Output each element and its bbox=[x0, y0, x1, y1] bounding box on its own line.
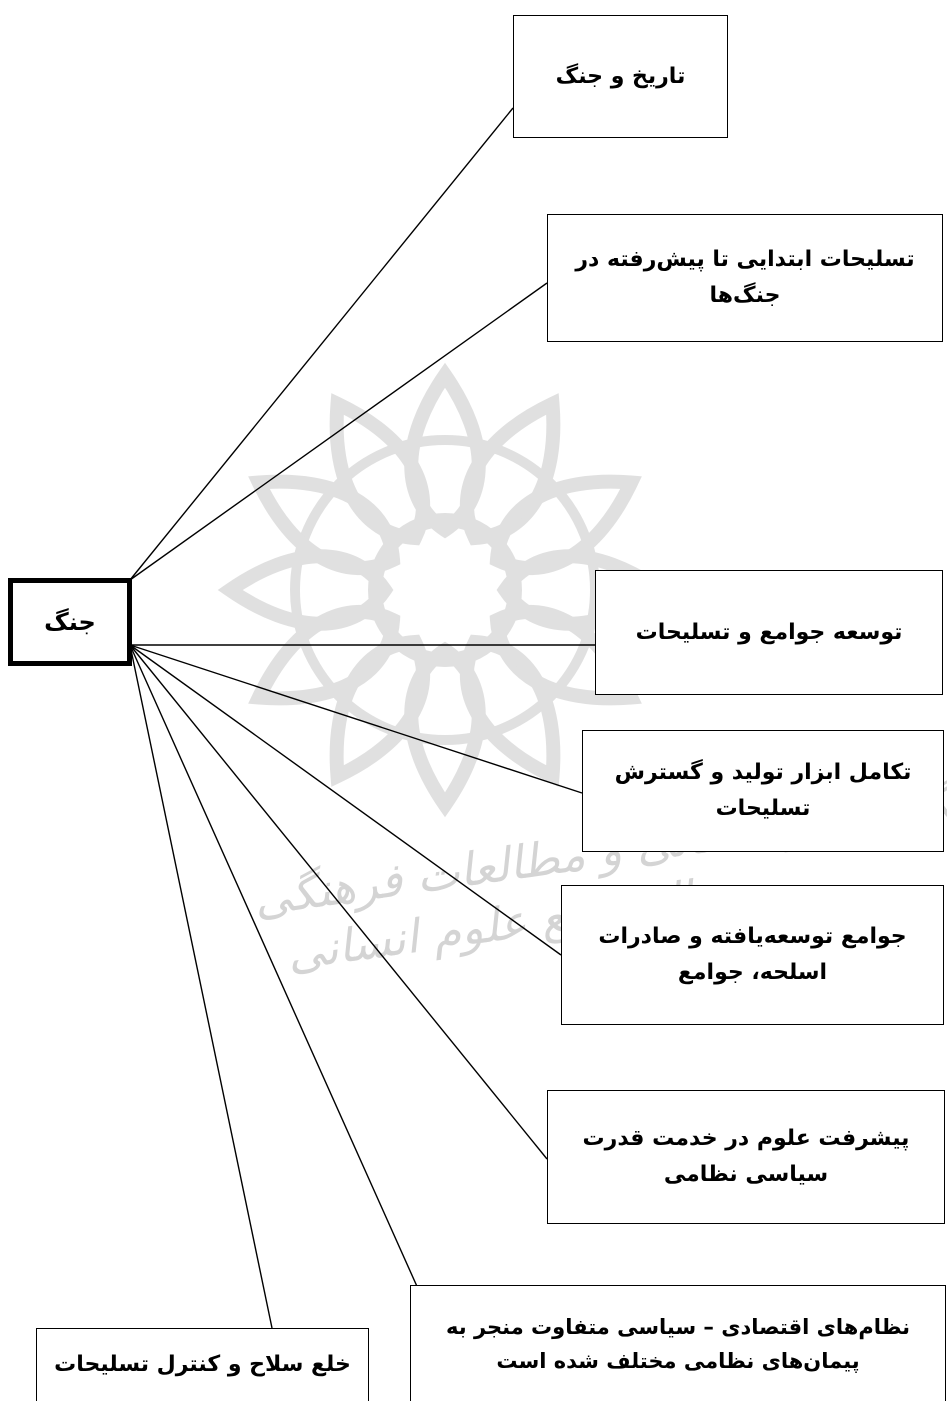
node-label: خلع سلاح و کنترل تسلیحات bbox=[54, 1352, 351, 1377]
node-label: تاریخ و جنگ bbox=[555, 63, 686, 89]
edge-to-production-tools bbox=[129, 644, 583, 794]
node-label: تکامل ابزار تولید و گسترش تسلیحات bbox=[614, 760, 912, 821]
node-production-tools-and-weapons-spread: تکامل ابزار تولید و گسترش تسلیحات bbox=[582, 730, 944, 852]
edge-to-developed-societies-arms-export bbox=[129, 644, 562, 956]
edge-to-history-and-war bbox=[129, 107, 514, 581]
node-label: تسلیحات ابتدایی تا پیش‌رفته در جنگ‌ها bbox=[575, 247, 915, 308]
edge-to-disarmament bbox=[129, 644, 273, 1329]
node-disarmament-and-arms-control: خلع سلاح و کنترل تسلیحات bbox=[36, 1328, 369, 1401]
node-science-in-service-of-power: پیشرفت علوم در خدمت قدرت سیاسی نظامی bbox=[547, 1090, 945, 1224]
root-node-label: جنگ bbox=[44, 608, 96, 636]
node-label: پیشرفت علوم در خدمت قدرت سیاسی نظامی bbox=[582, 1126, 910, 1187]
node-early-to-advanced-weapons: تسلیحات ابتدایی تا پیش‌رفته در جنگ‌ها bbox=[547, 214, 943, 342]
edge-to-science-in-service-of-power bbox=[129, 644, 548, 1160]
node-label: نظام‌های اقتصادی – سیاسی متفاوت منجر به … bbox=[446, 1314, 910, 1373]
node-economic-political-systems: نظام‌های اقتصادی – سیاسی متفاوت منجر به … bbox=[410, 1285, 946, 1401]
edge-to-economic-political-systems bbox=[129, 644, 429, 1312]
node-label: جوامع توسعه‌یافته و صادرات اسلحه، جوامع bbox=[598, 924, 907, 985]
node-history-and-war: تاریخ و جنگ bbox=[513, 15, 728, 138]
root-node-war: جنگ bbox=[8, 578, 132, 666]
node-developed-societies-arms-export: جوامع توسعه‌یافته و صادرات اسلحه، جوامع bbox=[561, 885, 944, 1025]
node-societies-development-and-weapons: توسعه جوامع و تسلیحات bbox=[595, 570, 943, 695]
edge-to-early-to-advanced-weapons bbox=[129, 282, 548, 581]
node-label: توسعه جوامع و تسلیحات bbox=[635, 619, 903, 645]
